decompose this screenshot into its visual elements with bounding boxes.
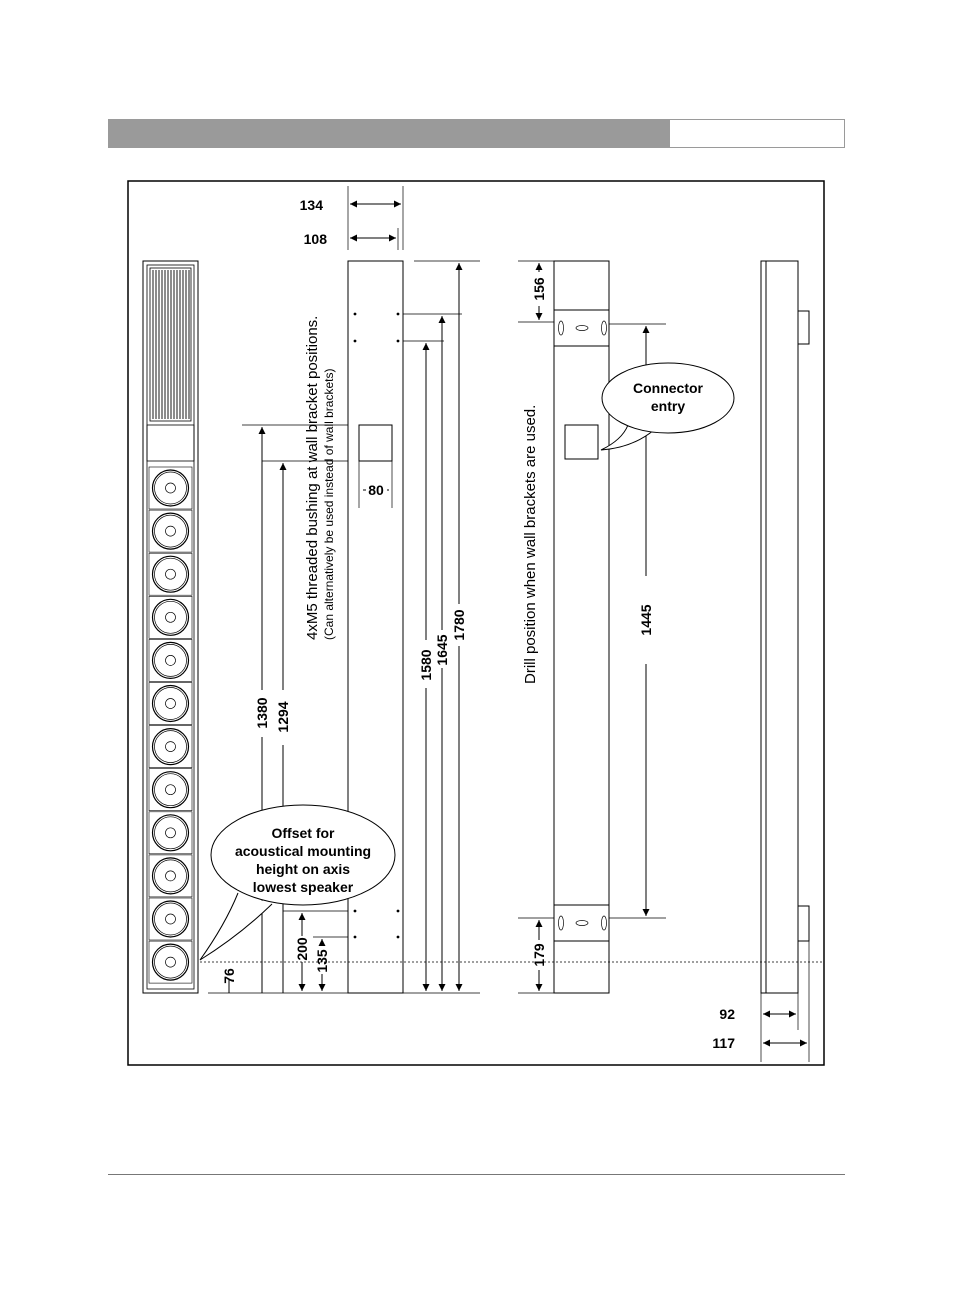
dim-1580: 1580 <box>418 649 434 680</box>
dim-1645: 1645 <box>434 634 450 665</box>
bracket-holes <box>559 321 607 930</box>
dim-92: 92 <box>719 1006 735 1022</box>
side-view-drill <box>554 261 609 993</box>
bushing-note: 4xM5 threaded bushing at wall bracket po… <box>304 316 321 640</box>
speaker-driver <box>149 639 192 681</box>
wall-bracket-bottom <box>554 905 609 941</box>
tweeter-grille <box>150 268 191 421</box>
dim-200: 200 <box>294 937 310 961</box>
dim-80: 80 <box>368 482 384 498</box>
speaker-driver <box>149 726 192 768</box>
speaker-driver <box>149 467 192 509</box>
speaker-drivers <box>149 467 192 983</box>
speaker-driver <box>149 683 192 725</box>
dim-117: 117 <box>712 1035 735 1051</box>
speaker-driver <box>149 510 192 552</box>
offset-callout-line2: acoustical mounting <box>235 843 371 859</box>
dim-179: 179 <box>531 943 547 967</box>
dim-135: 135 <box>314 949 330 973</box>
dim-76: 76 <box>221 968 237 984</box>
speaker-driver <box>149 812 192 854</box>
connector-entry <box>565 425 598 459</box>
speaker-driver <box>149 553 192 595</box>
depth-view <box>761 261 809 1062</box>
connector-callout-line2: entry <box>651 398 685 414</box>
offset-callout-line3: height on axis <box>256 861 350 877</box>
connector-callout: Connector entry <box>601 363 734 450</box>
speaker-driver <box>149 596 192 638</box>
dim-134: 134 <box>300 197 324 213</box>
speaker-driver <box>149 769 192 811</box>
offset-callout-line4: lowest speaker <box>253 879 354 895</box>
connector-callout-line1: Connector <box>633 380 704 396</box>
dim-1780: 1780 <box>451 609 467 640</box>
drill-note: Drill position when wall brackets are us… <box>522 405 539 684</box>
offset-callout-line1: Offset for <box>272 825 336 841</box>
front-view <box>143 261 198 993</box>
dim-108: 108 <box>304 231 328 247</box>
speaker-driver <box>149 898 192 940</box>
dim-1380: 1380 <box>254 697 270 728</box>
speaker-driver <box>149 855 192 897</box>
dim-156: 156 <box>531 277 547 301</box>
offset-callout: Offset for acoustical mounting height on… <box>200 805 395 960</box>
speaker-driver <box>149 941 192 983</box>
dim-1294: 1294 <box>275 701 291 732</box>
bushing-subnote: (Can alternatively be used instead of wa… <box>322 369 336 640</box>
wall-bracket-top <box>554 310 609 346</box>
dim-1445: 1445 <box>638 604 654 635</box>
